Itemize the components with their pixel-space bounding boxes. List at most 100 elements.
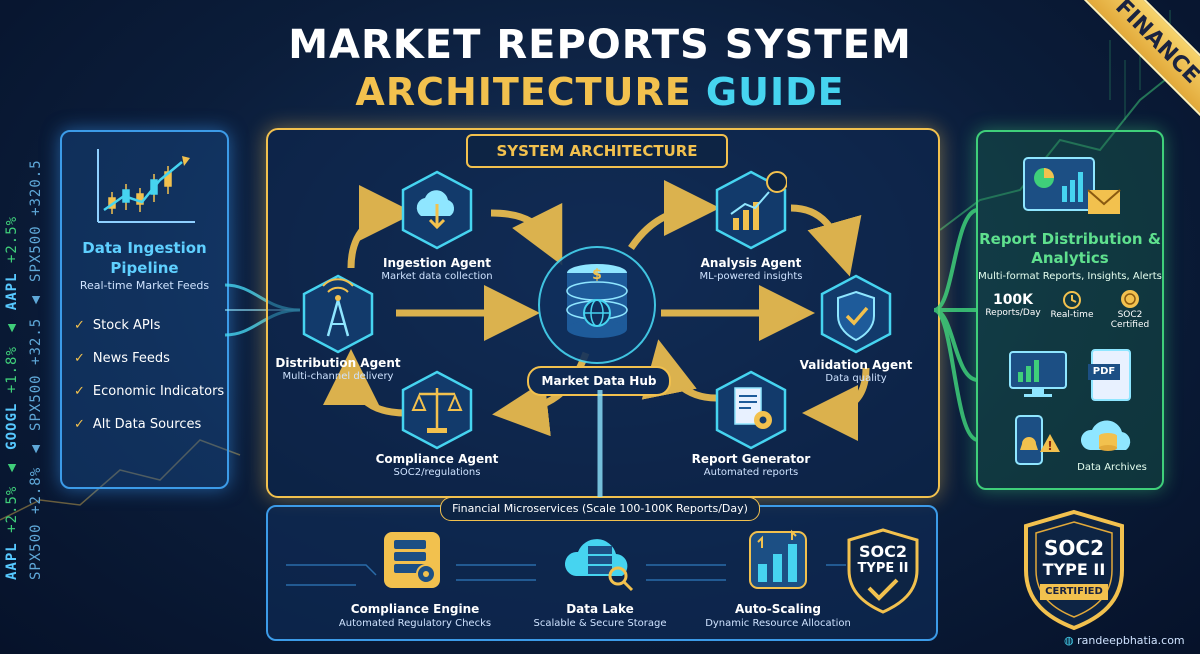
system-architecture-header: SYSTEM ARCHITECTURE <box>466 134 728 168</box>
report-distribution-panel: Report Distribution & Analytics Multi-fo… <box>976 130 1164 490</box>
soc2-shield-badge <box>847 528 919 614</box>
agent-name: Distribution Agent <box>275 356 401 370</box>
agent-name: Compliance Agent <box>375 452 499 466</box>
report-gear-icon <box>715 370 787 450</box>
check-icon: ✓ <box>74 417 85 432</box>
title-word-guide: GUIDE <box>705 70 845 114</box>
pdf-document-icon <box>1088 349 1131 401</box>
service-name: Compliance Engine <box>350 602 480 616</box>
certified-badge-line2: TYPE II <box>1042 560 1106 579</box>
monitor-icon <box>1009 351 1067 397</box>
page-title-line2: ARCHITECTURE GUIDE <box>0 70 1200 114</box>
scaling-bars-icon <box>749 529 807 589</box>
svg-text:!: ! <box>1047 439 1052 453</box>
mobile-alert-icon: ! <box>1015 415 1060 465</box>
list-item: ✓ Economic Indicators <box>74 384 224 399</box>
agent-desc: SOC2/regulations <box>393 467 481 478</box>
certified-badge-line3: CERTIFIED <box>1045 586 1103 597</box>
stat-label: SOC2 Certified <box>1110 310 1150 330</box>
data-ingestion-panel: Data Ingestion Pipeline Real-time Market… <box>60 130 229 489</box>
microservices-header: Financial Microservices (Scale 100-100K … <box>440 497 760 521</box>
ticker-column-1: AAPL +2.5% ▲ GOOGL +1.8% ▲ AAPL +2.5% <box>4 215 20 580</box>
agent-name: Report Generator <box>691 452 811 466</box>
agent-name: Ingestion Agent <box>383 256 491 270</box>
list-item-label: Stock APIs <box>92 318 161 333</box>
shield-check-icon <box>820 274 892 354</box>
circuit-lines <box>286 564 846 586</box>
list-item: ✓ Stock APIs <box>74 318 160 333</box>
list-item-label: Economic Indicators <box>92 384 225 399</box>
distribution-title: Report Distribution & Analytics <box>979 230 1161 267</box>
list-item-label: Alt Data Sources <box>92 417 202 432</box>
architecture-flow-arrows <box>323 180 870 441</box>
report-dashboard-icon <box>1023 157 1121 214</box>
scales-gavel-icon <box>401 370 473 450</box>
list-item-label: News Feeds <box>92 351 170 366</box>
agent-name: Validation Agent <box>799 358 913 372</box>
agent-desc: Automated reports <box>703 467 799 478</box>
footer-website[interactable]: ◍ randeepbhatia.com <box>1064 634 1185 647</box>
cloud-database-icon <box>564 539 634 592</box>
agent-desc: ML-powered insights <box>699 271 803 282</box>
soc2-badge-line1: SOC2 <box>859 542 907 561</box>
candlestick-chart-icon <box>97 149 195 223</box>
ticker-symbol: SPX500 <box>28 225 44 282</box>
agent-desc: Data quality <box>825 373 887 384</box>
ticker-symbol: SPX500 <box>28 374 44 431</box>
stat-value: 100K <box>992 292 1034 308</box>
stat-label: Real-time <box>1050 310 1094 320</box>
stat-label: Reports/Day <box>985 308 1041 318</box>
distribution-subtitle: Multi-format Reports, Insights, Alerts <box>978 271 1162 282</box>
ticker-change: +2.5% <box>4 215 20 264</box>
soc2-certified-badge <box>1024 509 1124 631</box>
ticker-symbol: GOOGL <box>4 402 20 450</box>
check-icon: ✓ <box>74 384 85 399</box>
ticker-column-2: SPX500 +2.8% ▲ SPX500 +32.5 ▲ SPX500 +32… <box>28 159 44 580</box>
service-desc: Automated Regulatory Checks <box>338 618 492 629</box>
database-hub-icon: $ <box>538 246 656 364</box>
check-icon: ✓ <box>74 351 85 366</box>
ticker-symbol: SPX500 <box>28 523 44 580</box>
list-item: ✓ Alt Data Sources <box>74 417 201 432</box>
certified-badge-line1: SOC2 <box>1044 536 1104 560</box>
page-title: MARKET REPORTS SYSTEM <box>288 22 912 68</box>
agent-desc: Market data collection <box>381 271 493 282</box>
agent-desc: Multi-channel delivery <box>282 371 394 382</box>
cloud-archive-icon <box>1080 420 1131 451</box>
ticker-change: +2.8% <box>28 466 44 514</box>
service-desc: Dynamic Resource Allocation <box>705 618 851 629</box>
cloud-download-icon <box>401 170 473 250</box>
data-archives-label: Data Archives <box>1077 462 1147 473</box>
footer-url[interactable]: randeepbhatia.com <box>1077 634 1185 647</box>
service-name: Data Lake <box>566 602 634 616</box>
ticker-change: +320.5 <box>28 159 44 216</box>
ticker-change: +32.5 <box>28 317 44 365</box>
distribution-flow-arrows <box>934 208 979 442</box>
pdf-label: PDF <box>1092 366 1116 377</box>
svg-text:$: $ <box>592 267 602 283</box>
agent-name: Analysis Agent <box>700 256 802 270</box>
antenna-tower-icon <box>302 274 374 354</box>
medal-icon <box>1121 290 1139 308</box>
service-name: Auto-Scaling <box>734 602 821 616</box>
chart-brain-icon <box>715 170 787 250</box>
stat-reports-per-day: 100K Reports/Day <box>984 292 1042 318</box>
server-gear-icon <box>384 532 440 588</box>
ticker-symbol: AAPL <box>4 272 20 311</box>
ticker-change: +2.5% <box>4 485 20 533</box>
hub-down-connector <box>597 390 603 508</box>
ingestion-title: Data Ingestion Pipeline <box>82 239 207 277</box>
ticker-change: +1.8% <box>4 346 20 394</box>
globe-icon: ◍ <box>1064 634 1074 647</box>
title-word-architecture: ARCHITECTURE <box>355 70 692 114</box>
check-icon: ✓ <box>74 318 85 333</box>
list-item: ✓ News Feeds <box>74 351 170 366</box>
soc2-badge-line2: TYPE II <box>857 561 909 576</box>
stat-soc2: SOC2 Certified <box>1102 288 1158 330</box>
clock-icon <box>1063 291 1081 309</box>
stat-real-time: Real-time <box>1044 290 1100 320</box>
ingestion-subtitle: Real-time Market Feeds <box>79 279 210 292</box>
ticker-symbol: AAPL <box>4 542 20 580</box>
service-desc: Scalable & Secure Storage <box>533 618 667 629</box>
